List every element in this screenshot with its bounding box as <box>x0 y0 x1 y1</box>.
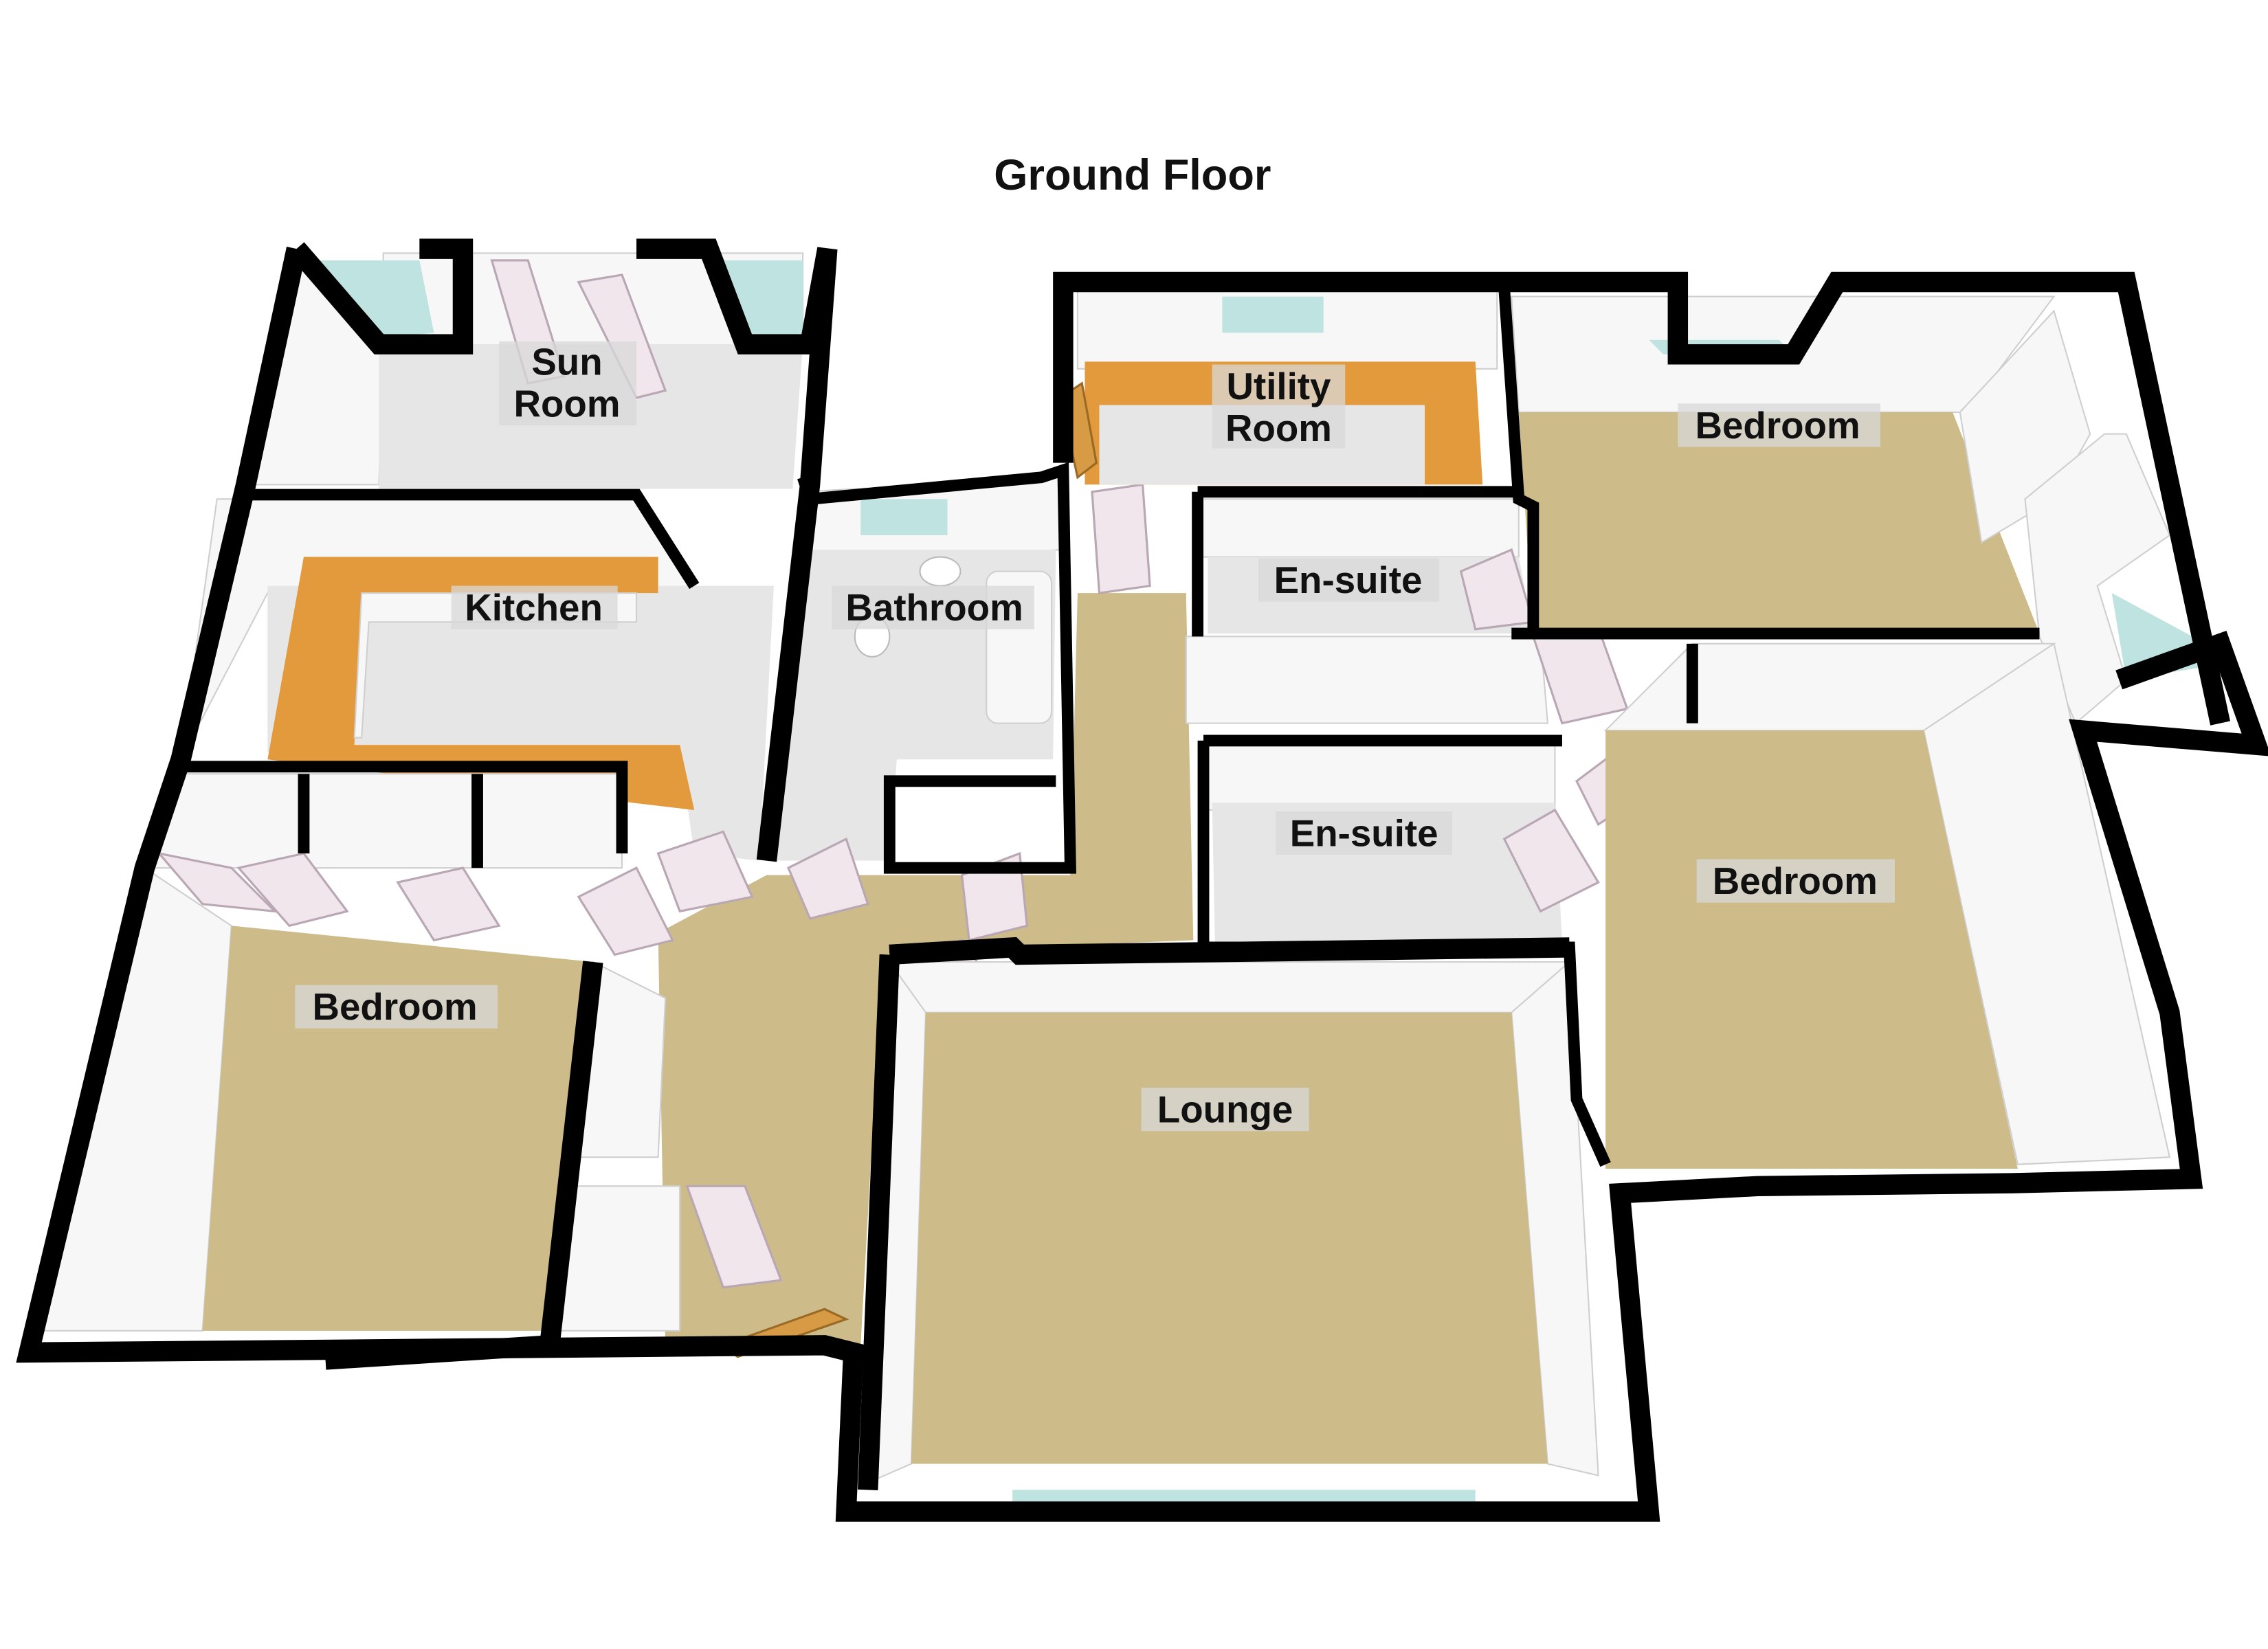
lounge <box>867 959 1599 1502</box>
room-label-text: Bathroom <box>845 586 1023 629</box>
room-label-utility-room: Utility Room <box>1212 364 1346 449</box>
room-label-ensuite-upper: En-suite <box>1258 558 1440 602</box>
ensuite-upper <box>1185 498 1629 725</box>
room-label-text: Room <box>1225 407 1332 449</box>
room-label-text: Room <box>513 382 620 425</box>
room-label-ensuite-lower: En-suite <box>1276 811 1453 855</box>
room-label-sun-room: Sun Room <box>499 340 637 425</box>
room-label-bathroom: Bathroom <box>832 585 1034 629</box>
room-label-text: Bedroom <box>312 985 477 1028</box>
room-label-text: Kitchen <box>465 586 603 629</box>
room-label-text: Bedroom <box>1713 860 1878 902</box>
room-label-bedroom-top-right: Bedroom <box>1678 403 1880 447</box>
room-label-text: En-suite <box>1290 812 1438 855</box>
floor-title: Ground Floor <box>994 151 1271 199</box>
room-label-text: Sun <box>531 340 602 383</box>
room-label-text: Lounge <box>1157 1088 1293 1131</box>
hallway <box>658 593 1194 1345</box>
room-label-kitchen: Kitchen <box>451 585 618 629</box>
sink-icon <box>919 556 961 587</box>
room-label-bedroom-left: Bedroom <box>295 985 498 1029</box>
bathroom <box>773 476 1064 861</box>
bedroom-right <box>1603 642 2171 1193</box>
room-label-text: Bedroom <box>1695 404 1860 447</box>
room-label-lounge: Lounge <box>1141 1088 1309 1132</box>
walls <box>16 238 2268 1522</box>
room-label-bedroom-right: Bedroom <box>1696 859 1895 903</box>
room-label-text: Utility <box>1226 365 1331 407</box>
room-label-text: En-suite <box>1274 559 1423 601</box>
